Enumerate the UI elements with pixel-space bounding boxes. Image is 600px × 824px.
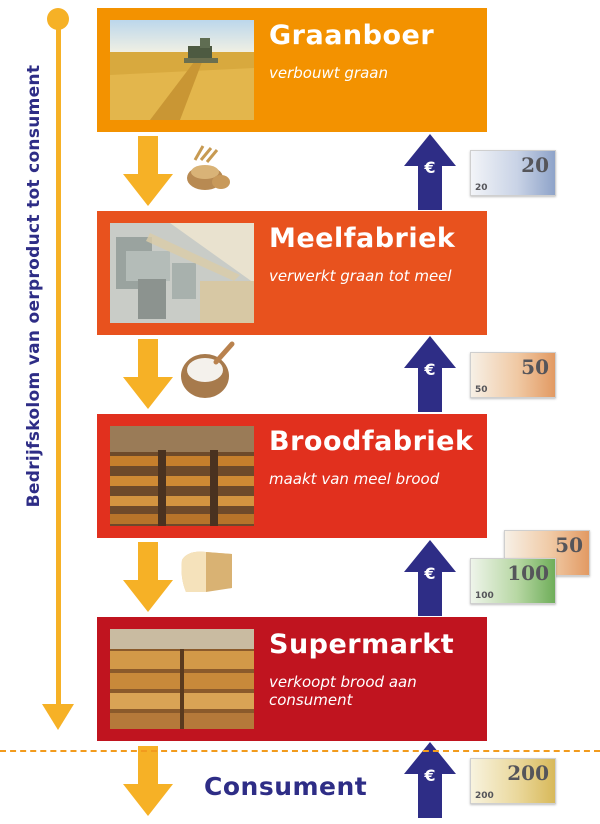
stage-description: verwerkt graan tot meel bbox=[269, 267, 452, 285]
product-flow-arrow bbox=[123, 339, 173, 409]
stage-name: Meelfabriek bbox=[269, 223, 456, 254]
axis-label: Bedrijfskolom van oerproduct tot consume… bbox=[24, 64, 44, 508]
wheat-harvest-photo bbox=[110, 20, 254, 120]
stage-meelfabriek: Meelfabriek verwerkt graan tot meel bbox=[97, 211, 487, 335]
stage-description: verkoopt brood aan consument bbox=[269, 673, 417, 709]
side-axis-arrowhead bbox=[42, 704, 74, 730]
product-flow-arrow bbox=[123, 542, 173, 612]
mill-machinery-photo bbox=[110, 223, 254, 323]
bread-loaf-icon bbox=[178, 548, 236, 596]
side-axis-start-dot bbox=[47, 8, 69, 30]
money-flow-arrow: € bbox=[404, 336, 456, 412]
grain-sack-icon bbox=[183, 144, 233, 194]
euro-icon: € bbox=[424, 360, 436, 379]
stage-graanboer: Graanboer verbouwt graan bbox=[97, 8, 487, 132]
money-flow-arrow: € bbox=[404, 742, 456, 818]
bread-factory-photo bbox=[110, 426, 254, 526]
side-axis-line bbox=[56, 16, 61, 716]
consumer-label: Consument bbox=[204, 772, 368, 801]
stage-name: Supermarkt bbox=[269, 629, 455, 660]
stage-supermarkt: Supermarkt verkoopt brood aan consument bbox=[97, 617, 487, 741]
euro-icon: € bbox=[424, 158, 436, 177]
product-flow-arrow bbox=[123, 746, 173, 816]
bakery-shelf-photo bbox=[110, 629, 254, 729]
money-flow-arrow: € bbox=[404, 540, 456, 616]
stage-name: Graanboer bbox=[269, 20, 435, 51]
stage-description: maakt van meel brood bbox=[269, 470, 440, 488]
flour-bag-icon bbox=[178, 340, 236, 400]
product-flow-arrow bbox=[123, 136, 173, 206]
money-flow-arrow: € bbox=[404, 134, 456, 210]
stage-broodfabriek: Broodfabriek maakt van meel brood bbox=[97, 414, 487, 538]
euro-icon: € bbox=[424, 564, 436, 583]
consumer-divider bbox=[0, 750, 600, 752]
euro-icon: € bbox=[424, 766, 436, 785]
stage-description: verbouwt graan bbox=[269, 64, 388, 82]
stage-name: Broodfabriek bbox=[269, 426, 474, 457]
